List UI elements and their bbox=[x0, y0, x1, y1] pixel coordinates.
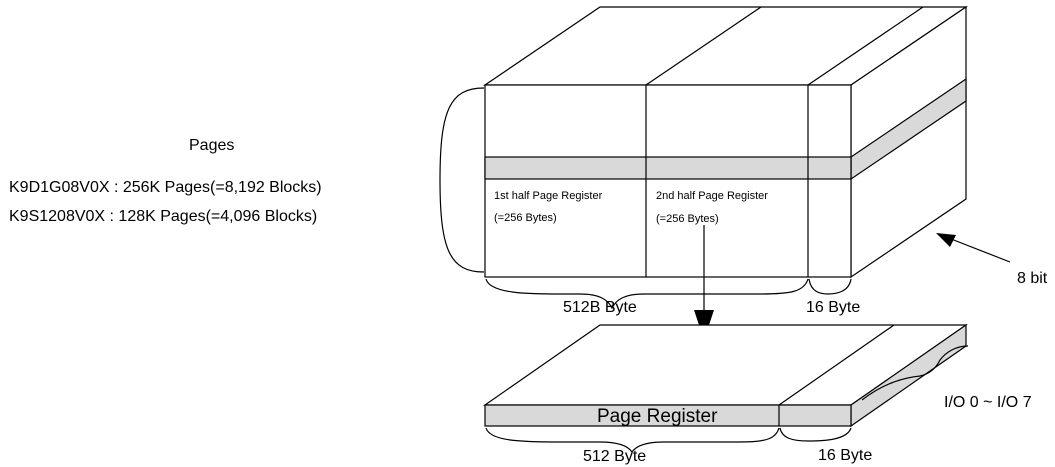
spare-width-label: 16 Byte bbox=[806, 299, 860, 316]
second-half-register-size: (=256 Bytes) bbox=[656, 213, 719, 225]
page-register-title: Page Register bbox=[597, 406, 718, 427]
pages-bracket bbox=[439, 87, 485, 273]
array-front-band bbox=[484, 156, 852, 180]
array-front-face bbox=[484, 84, 852, 278]
bit-arrow-head bbox=[936, 233, 956, 247]
register-spare-label: 16 Byte bbox=[818, 447, 872, 464]
byte-width-bracket bbox=[485, 278, 809, 310]
array-top-divider-2 bbox=[807, 6, 924, 86]
page-register-slab: Page Register bbox=[483, 323, 968, 428]
first-half-register-label: 1st half Page Register bbox=[494, 190, 603, 202]
bit-width-label: 8 bit bbox=[1017, 270, 1048, 287]
io-range-label: I/O 0 ~ I/O 7 bbox=[944, 394, 1032, 411]
pages-heading: Pages bbox=[189, 137, 234, 154]
register-front-face bbox=[484, 404, 852, 427]
first-half-register-size: (=256 Bytes) bbox=[494, 212, 557, 224]
io-bracket bbox=[861, 345, 969, 401]
bit-arrow-line bbox=[945, 236, 1011, 263]
memory-array-block: 1st half Page Register (=256 Bytes) 2nd … bbox=[483, 5, 968, 279]
register-width-label: 512 Byte bbox=[583, 448, 646, 465]
array-top-divider-1 bbox=[645, 6, 762, 86]
spare-width-bracket bbox=[808, 278, 852, 295]
byte-width-label: 512B Byte bbox=[563, 299, 637, 316]
k9s1208-pages-text: K9S1208V0X : 128K Pages(=4,096 Blocks) bbox=[9, 208, 317, 225]
second-half-register-label: 2nd half Page Register bbox=[656, 190, 768, 202]
register-top-divider bbox=[778, 324, 895, 406]
register-spare-bracket bbox=[779, 427, 852, 442]
register-byte-bracket bbox=[485, 427, 780, 454]
k9d1g08-pages-text: K9D1G08V0X : 256K Pages(=8,192 Blocks) bbox=[9, 179, 322, 196]
